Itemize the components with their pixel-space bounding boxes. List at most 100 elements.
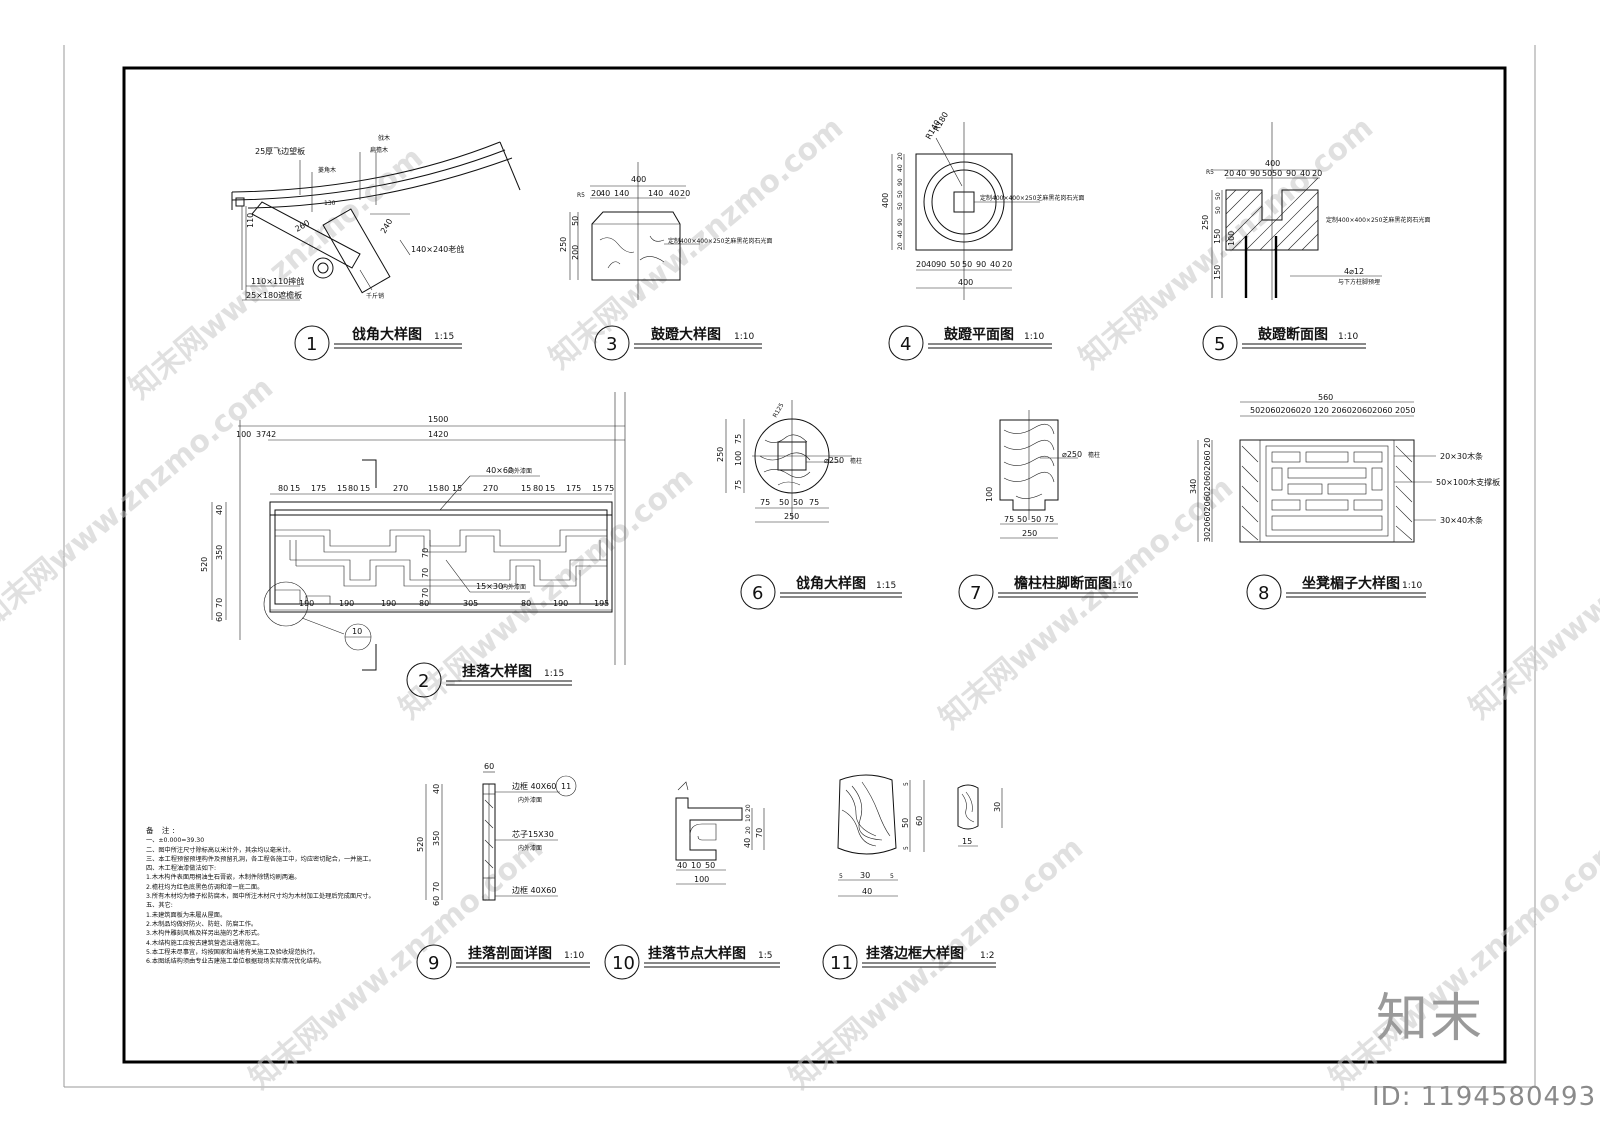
svg-text:11: 11 — [561, 782, 571, 791]
svg-text:50: 50 — [950, 260, 960, 269]
svg-text:50: 50 — [1017, 515, 1027, 524]
svg-text:110: 110 — [246, 213, 255, 228]
svg-text:250: 250 — [716, 447, 725, 462]
svg-text:内外漆面: 内外漆面 — [518, 796, 542, 804]
svg-text:400: 400 — [881, 193, 890, 208]
note-line: 3.木构件雕刻风格及样另出施的艺术形式。 — [146, 930, 264, 938]
svg-text:40: 40 — [600, 189, 610, 198]
svg-text:190: 190 — [339, 599, 354, 608]
svg-text:5: 5 — [903, 846, 910, 850]
svg-text:75: 75 — [809, 498, 819, 507]
svg-text:100: 100 — [694, 875, 709, 884]
svg-text:50: 50 — [1272, 169, 1282, 178]
svg-text:20: 20 — [745, 804, 752, 812]
svg-text:100: 100 — [734, 451, 743, 466]
svg-text:70: 70 — [755, 828, 764, 838]
svg-text:75: 75 — [1004, 515, 1014, 524]
svg-text:1:10: 1:10 — [734, 332, 754, 342]
svg-text:50: 50 — [793, 498, 803, 507]
svg-text:内外漆面: 内外漆面 — [508, 467, 532, 475]
svg-text:50: 50 — [1031, 515, 1041, 524]
detail-1: 25厚飞边望板 菱角木 扁檐木 戗木 110 260 130 240 140×2… — [231, 134, 521, 301]
svg-text:240: 240 — [379, 217, 394, 235]
svg-text:15×30: 15×30 — [476, 582, 503, 591]
title-block-3: 3 鼓蹬大样图 1:10 — [594, 325, 762, 361]
svg-text:芯子15X30: 芯子15X30 — [512, 829, 554, 839]
svg-text:80: 80 — [348, 484, 358, 493]
detail-9: 60 520 40 350 60 70 边框 40X60 内外漆面 芯子15X3… — [416, 762, 577, 906]
note-line: 6.本图纸结构须由专业古建施工单位根据现场实际情况优化结构。 — [146, 958, 326, 966]
svg-text:20: 20 — [1224, 169, 1234, 178]
title-block-2: 2 挂落大样图 1:15 — [406, 662, 572, 698]
svg-text:R125: R125 — [772, 402, 786, 419]
svg-text:1:10: 1:10 — [1112, 581, 1132, 591]
svg-text:知末网www.znzmo.com: 知末网www.znzmo.com — [1463, 460, 1600, 726]
title-block-6: 6 戗角大样图 1:15 — [740, 574, 902, 610]
svg-text:4⌀12: 4⌀12 — [1344, 267, 1364, 276]
title-block-8: 8 坐凳楣子大样图 1:10 — [1246, 574, 1426, 610]
svg-text:75: 75 — [760, 498, 770, 507]
title-block-7: 7 檐柱柱脚断面图 1:10 — [958, 574, 1138, 610]
svg-text:50: 50 — [897, 190, 904, 198]
svg-text:195: 195 — [594, 599, 609, 608]
detail-4: R180 R140 400 20 40 90 50 50 90 40 20 20… — [881, 110, 1084, 300]
svg-text:5: 5 — [890, 873, 894, 880]
svg-text:80: 80 — [521, 599, 531, 608]
note-line: 5.本工程未尽事宜，均按国家和当地有关施工及验收规范执行。 — [146, 948, 319, 956]
svg-text:270: 270 — [483, 484, 498, 493]
svg-text:15: 15 — [521, 484, 531, 493]
svg-text:175: 175 — [566, 484, 581, 493]
svg-text:40: 40 — [669, 189, 679, 198]
svg-text:140: 140 — [614, 189, 629, 198]
svg-text:定制400×400×250芝麻黑花岗石光面: 定制400×400×250芝麻黑花岗石光面 — [1326, 216, 1430, 224]
svg-text:25×180遮檐板: 25×180遮檐板 — [246, 290, 302, 300]
detail-6: R125 250 75 100 75 75 50 50 75 250 ⌀250 … — [716, 400, 862, 523]
note-line: 三、本工程预留预埋构件及预留孔洞，各工程各施工中，均应密切配合，一并施工。 — [146, 855, 375, 863]
svg-text:11: 11 — [830, 953, 853, 974]
detail-5: 400 R5 20 40 90 50 50 90 40 20 250 50 50… — [1201, 122, 1430, 300]
svg-text:15: 15 — [962, 837, 972, 846]
svg-text:100: 100 — [985, 487, 994, 502]
svg-text:R5: R5 — [577, 192, 585, 199]
svg-text:1:15: 1:15 — [434, 332, 454, 342]
svg-text:鼓蹬平面图: 鼓蹬平面图 — [944, 326, 1014, 343]
svg-text:50: 50 — [1262, 169, 1272, 178]
svg-text:50: 50 — [705, 861, 715, 870]
svg-text:190: 190 — [299, 599, 314, 608]
note-line: 四、木工程油漆做法如下: — [146, 865, 217, 873]
svg-text:定制400×400×250芝麻黑花岗石光面: 定制400×400×250芝麻黑花岗石光面 — [668, 237, 772, 245]
detail-7: ⌀250 檐柱 100 75 50 50 75 250 — [985, 410, 1100, 539]
svg-text:40: 40 — [862, 887, 872, 896]
svg-text:340: 340 — [1189, 479, 1198, 494]
svg-text:⌀250: ⌀250 — [1062, 450, 1082, 459]
svg-text:戗角大样图: 戗角大样图 — [352, 326, 422, 343]
svg-text:75: 75 — [734, 480, 743, 490]
note-line: 五、其它: — [146, 902, 173, 910]
svg-text:千斤销: 千斤销 — [366, 292, 384, 300]
svg-text:90: 90 — [1286, 169, 1296, 178]
svg-text:知末网www.znzmo.com: 知末网www.znzmo.com — [123, 140, 430, 406]
svg-text:40: 40 — [897, 164, 904, 172]
svg-text:挂落节点大样图: 挂落节点大样图 — [648, 945, 746, 962]
svg-text:350: 350 — [215, 545, 224, 560]
svg-text:60: 60 — [215, 612, 224, 622]
svg-text:8: 8 — [1258, 583, 1269, 604]
svg-text:40: 40 — [1300, 169, 1310, 178]
detail-10: 40 10 50 100 20 10 20 70 40 — [675, 781, 765, 885]
svg-text:50×100木支撑板: 50×100木支撑板 — [1436, 477, 1500, 487]
svg-text:5: 5 — [903, 782, 910, 786]
svg-text:40: 40 — [990, 260, 1000, 269]
svg-text:知末网www.znzmo.com: 知末网www.znzmo.com — [0, 370, 280, 636]
title-block-10: 10 挂落节点大样图 1:5 — [604, 944, 780, 980]
svg-text:20: 20 — [1312, 169, 1322, 178]
svg-text:30: 30 — [860, 871, 870, 880]
svg-text:20: 20 — [897, 152, 904, 160]
svg-text:⌀250: ⌀250 — [824, 456, 844, 465]
svg-text:边框 40X60: 边框 40X60 — [512, 885, 556, 895]
svg-text:100: 100 — [236, 430, 251, 439]
svg-text:15: 15 — [337, 484, 347, 493]
svg-text:42: 42 — [266, 430, 276, 439]
svg-text:40: 40 — [926, 260, 936, 269]
svg-text:250: 250 — [1201, 215, 1210, 230]
svg-text:15: 15 — [428, 484, 438, 493]
